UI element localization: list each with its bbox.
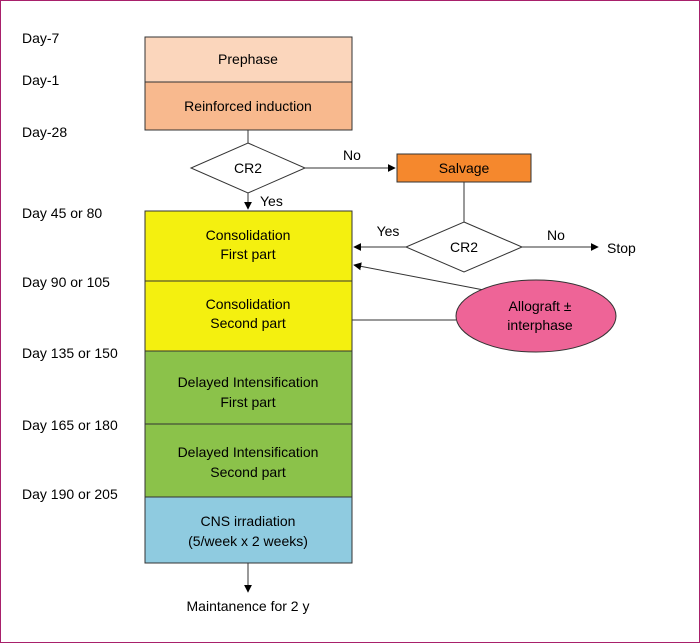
consolidation-first-box <box>144 210 353 282</box>
day-label-5: Day 90 or 105 <box>22 274 110 290</box>
day-label-7: Day 165 or 180 <box>22 417 118 433</box>
cns-line2: (5/week x 2 weeks) <box>188 533 308 549</box>
stop-label: Stop <box>607 240 636 256</box>
cr2-right-label: CR2 <box>450 239 478 255</box>
cr2-decision-right <box>404 221 524 273</box>
maintenance-label: Maintanence for 2 y <box>187 598 310 614</box>
consolidation-first-line2: First part <box>220 246 275 262</box>
consolidation-second-box <box>144 280 353 352</box>
day-label-3: Day-28 <box>22 124 67 140</box>
consolidation-second-line2: Second part <box>210 315 286 331</box>
no-label-top: No <box>343 147 361 163</box>
consolidation-second-line1: Consolidation <box>206 296 291 312</box>
cns-irradiation-box <box>144 496 353 564</box>
delayed-first-box <box>144 350 353 425</box>
delayed-second-line1: Delayed Intensification <box>178 444 319 460</box>
delayed-second-box <box>144 423 353 498</box>
no-label-right: No <box>547 227 565 243</box>
day-label-4: Day 45 or 80 <box>22 205 102 221</box>
delayed-first-line1: Delayed Intensification <box>178 374 319 390</box>
reinforced-induction-box <box>144 81 353 131</box>
cr2-top-label: CR2 <box>234 160 262 176</box>
yes-label-top: Yes <box>260 193 283 209</box>
delayed-first-line2: First part <box>220 394 275 410</box>
day-label-2: Day-1 <box>22 72 60 88</box>
allograft-line1: Allograft ± <box>509 298 572 314</box>
reinforced-induction-label: Reinforced induction <box>184 98 312 114</box>
salvage-label: Salvage <box>439 160 490 176</box>
allograft-ellipse <box>455 279 617 353</box>
prephase-box <box>144 36 353 83</box>
day-label-8: Day 190 or 205 <box>22 486 118 502</box>
prephase-label: Prephase <box>218 51 278 67</box>
day-label-1: Day-7 <box>22 30 60 46</box>
delayed-second-line2: Second part <box>210 464 286 480</box>
day-label-6: Day 135 or 150 <box>22 345 118 361</box>
allograft-line2: interphase <box>507 317 573 333</box>
connector-allograft-first <box>353 262 490 292</box>
cns-line1: CNS irradiation <box>201 513 296 529</box>
yes-label-right: Yes <box>377 223 400 239</box>
consolidation-first-line1: Consolidation <box>206 227 291 243</box>
